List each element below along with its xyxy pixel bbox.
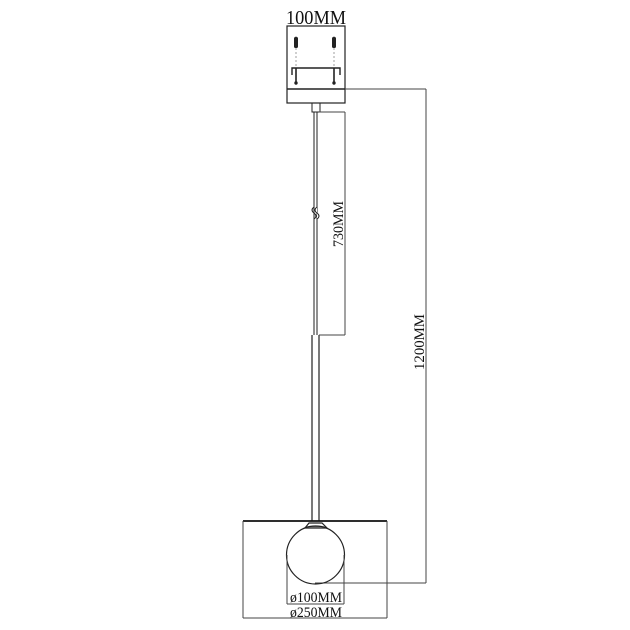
total-height-label: 1200MM <box>412 314 428 370</box>
screw-icon <box>294 36 298 85</box>
canopy <box>286 25 346 104</box>
screw-icon <box>332 36 336 85</box>
cable-length-label: 730MM <box>331 201 347 247</box>
canopy-width-label: 100MM <box>286 7 346 29</box>
shade-diameter-label: ø250MM <box>290 605 342 621</box>
glass-globe <box>285 525 346 585</box>
rod <box>311 335 320 521</box>
shade <box>242 520 388 619</box>
stem-connector <box>311 102 321 113</box>
globe-diameter-label: ø100MM <box>290 590 342 606</box>
cable-length-dimension <box>319 111 346 336</box>
cable <box>311 112 320 335</box>
total-height-dimension <box>315 88 427 584</box>
globe-diameter-dimension <box>286 555 345 605</box>
